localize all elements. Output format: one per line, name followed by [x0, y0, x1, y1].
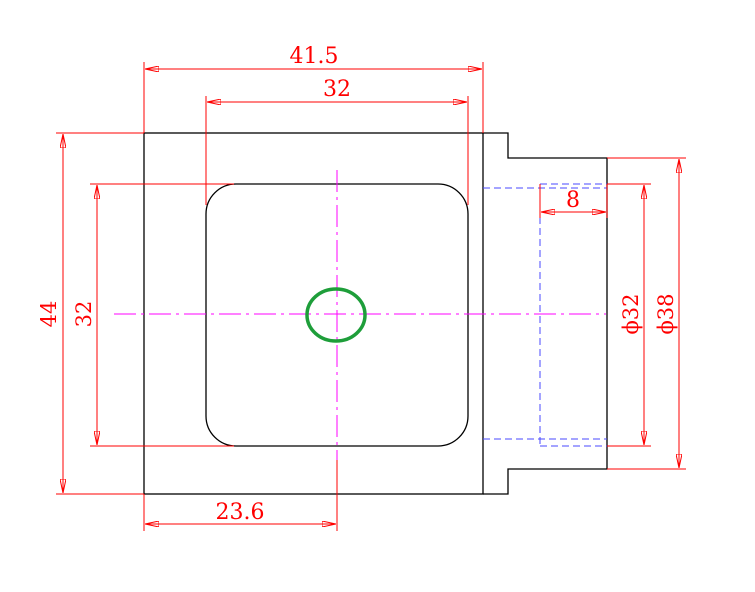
dimension-labels: 41.5 32 23.6 8 44 32 ϕ32 ϕ38 [37, 44, 678, 525]
label-inner-diameter: ϕ32 [619, 293, 643, 334]
label-boss-depth: 8 [566, 188, 580, 213]
boss-profile [483, 132, 608, 495]
center-highlight-circle [305, 287, 367, 343]
label-outer-width: 41.5 [290, 44, 339, 69]
center-lines [114, 170, 606, 460]
label-outer-diameter: ϕ38 [654, 293, 678, 334]
dimension-lines [56, 62, 686, 531]
label-pocket-width: 32 [323, 77, 351, 102]
hidden-lines [483, 183, 607, 447]
label-center-offset: 23.6 [216, 500, 265, 525]
label-pocket-height: 32 [72, 301, 96, 328]
label-outer-height: 44 [37, 301, 61, 328]
